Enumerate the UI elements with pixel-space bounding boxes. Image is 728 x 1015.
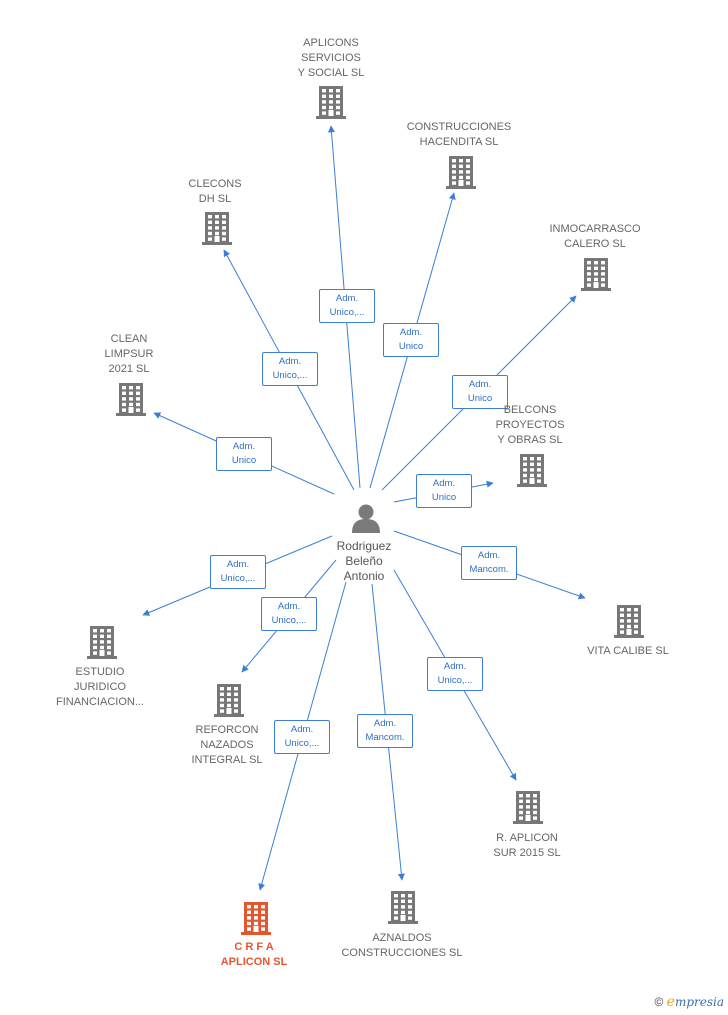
building-icon[interactable] — [513, 791, 543, 824]
company-label-vita-calibe[interactable]: VITA CALIBE SL — [587, 645, 669, 657]
building-icon[interactable] — [116, 383, 146, 416]
building-icon[interactable] — [316, 86, 346, 119]
building-icon[interactable] — [202, 212, 232, 245]
relation-badge-crfa-aplicon: Adm. Unico,... — [274, 720, 330, 754]
company-label-aplicons-servicios[interactable]: APLICONS SERVICIOS Y SOCIAL SL — [297, 37, 365, 79]
person-icon — [352, 504, 380, 533]
company-label-aznaldos-construcciones[interactable]: AZNALDOS CONSTRUCCIONES SL — [341, 932, 463, 959]
company-label-crfa-aplicon[interactable]: C R F A APLICON SL — [220, 941, 288, 968]
company-label-clecons-dh[interactable]: CLECONS DH SL — [188, 178, 242, 205]
relation-badge-vita-calibe: Adm. Mancom. — [461, 546, 517, 580]
company-label-belcons-proyectos[interactable]: BELCONS PROYECTOS Y OBRAS SL — [495, 404, 565, 446]
building-icon[interactable] — [581, 258, 611, 291]
building-icon[interactable] — [214, 684, 244, 717]
building-icon[interactable] — [241, 902, 271, 935]
company-label-r-aplicon-sur[interactable]: R. APLICON SUR 2015 SL — [493, 832, 561, 859]
building-icon[interactable] — [87, 626, 117, 659]
relation-badge-clecons-dh: Adm. Unico,... — [262, 352, 318, 386]
center-person-name[interactable]: Rodriguez Beleño Antonio — [336, 539, 392, 583]
company-label-reforcon-nazados[interactable]: REFORCON NAZADOS INTEGRAL SL — [191, 724, 263, 766]
brand-name: mpresia — [674, 995, 724, 1009]
brand-footer: © empresia — [654, 994, 724, 1010]
brand-initial: e — [666, 994, 675, 1010]
relation-badge-inmocarrasco-calero: Adm. Unico — [452, 375, 508, 409]
building-icon[interactable] — [388, 891, 418, 924]
buildings-layer — [87, 86, 644, 935]
copyright-symbol: © — [654, 995, 664, 1009]
company-label-inmocarrasco-calero[interactable]: INMOCARRASCO CALERO SL — [549, 223, 641, 250]
relation-badge-estudio-juridico: Adm. Unico,... — [210, 555, 266, 589]
relation-badge-clean-limpsur: Adm. Unico — [216, 437, 272, 471]
relation-badge-belcons-proyectos: Adm. Unico — [416, 474, 472, 508]
relation-badge-construcciones-hacendita: Adm. Unico — [383, 323, 439, 357]
building-icon[interactable] — [446, 156, 476, 189]
building-icon[interactable] — [517, 454, 547, 487]
relation-badge-reforcon-nazados: Adm. Unico,... — [261, 597, 317, 631]
relation-badge-r-aplicon-sur: Adm. Unico,... — [427, 657, 483, 691]
company-label-construcciones-hacendita[interactable]: CONSTRUCCIONES HACENDITA SL — [406, 121, 512, 148]
building-icon[interactable] — [614, 605, 644, 638]
relation-badge-aznaldos-construcciones: Adm. Mancom. — [357, 714, 413, 748]
company-label-clean-limpsur[interactable]: CLEAN LIMPSUR 2021 SL — [104, 333, 154, 375]
company-label-estudio-juridico[interactable]: ESTUDIO JURIDICO FINANCIACION... — [55, 666, 144, 708]
relation-badge-aplicons-servicios: Adm. Unico,... — [319, 289, 375, 323]
